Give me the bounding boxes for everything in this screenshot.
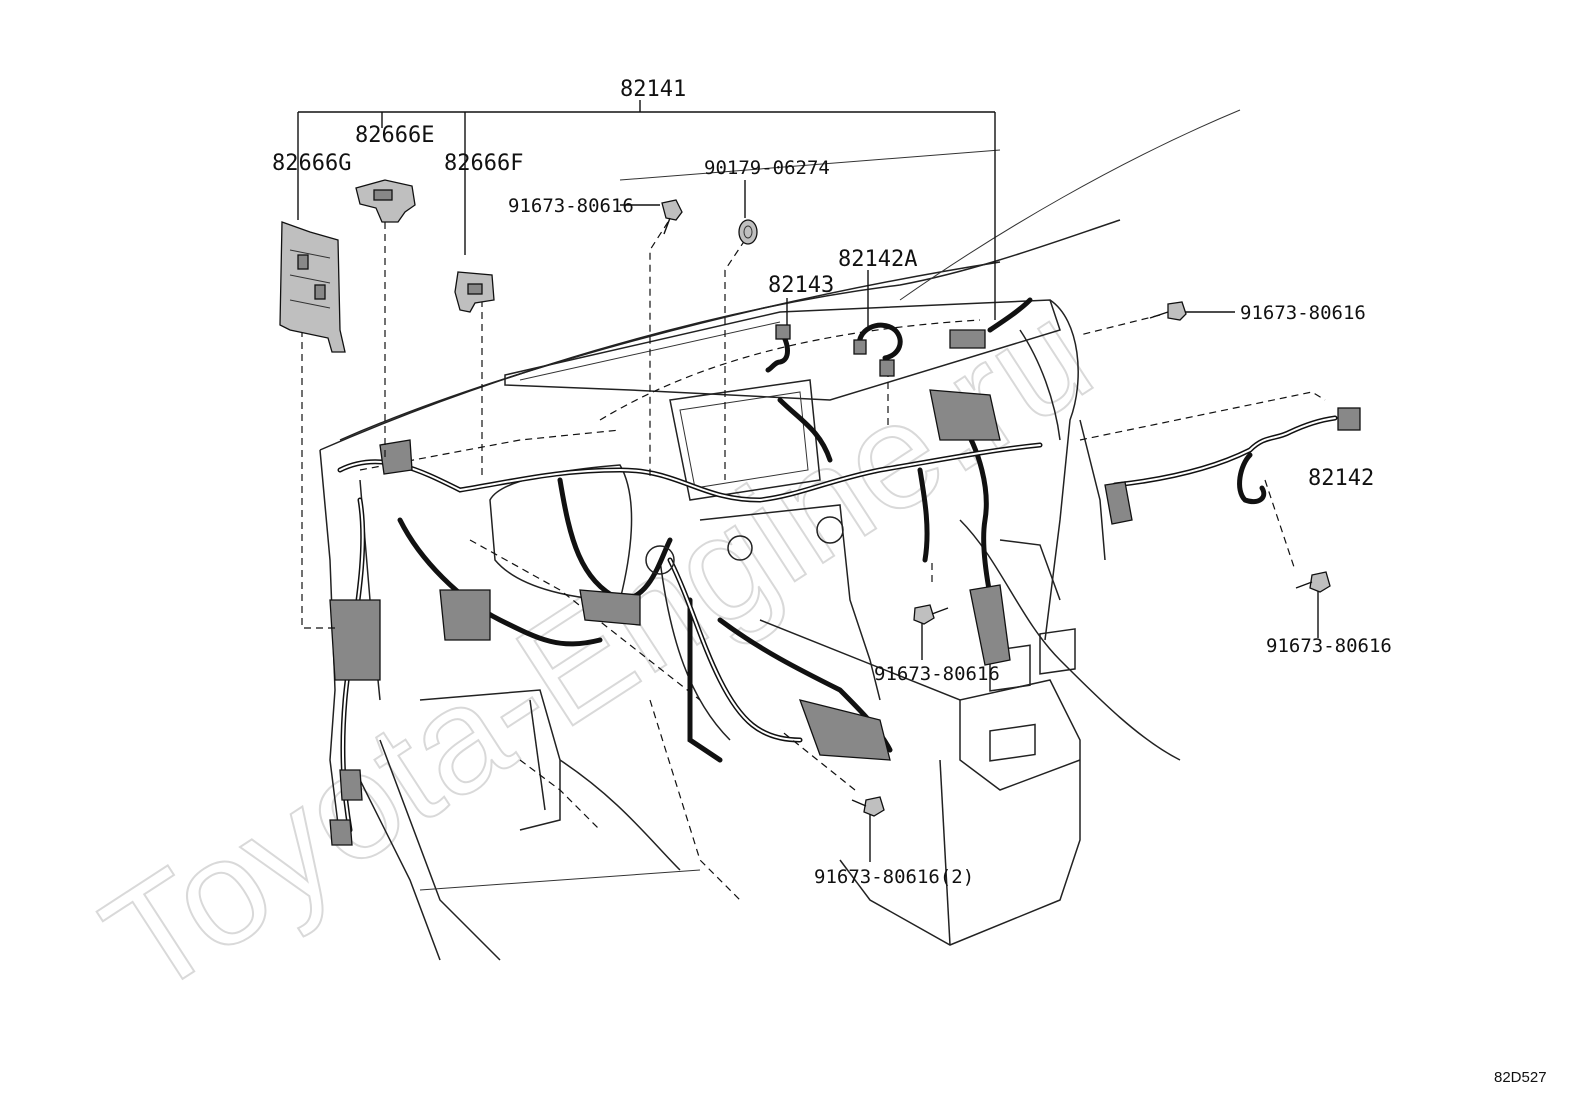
wire-82143-part (765, 324, 791, 373)
label-82666e: 82666E (355, 123, 434, 148)
label-82142a: 82142A (838, 247, 917, 272)
label-90179-06274: 90179-06274 (704, 157, 830, 179)
main-wire-harness (329, 297, 1043, 846)
bolt-upper-right (1149, 301, 1187, 321)
label-bolt-lower: 91673-80616(2) (814, 866, 974, 888)
bolt-lower (851, 796, 885, 817)
bolt-center (913, 604, 949, 625)
label-bolt-upper-left: 91673-80616 (508, 195, 634, 217)
label-bolt-right: 91673-80616 (1266, 635, 1392, 657)
bolt-upper-left (661, 199, 683, 235)
label-bolt-center: 91673-80616 (874, 663, 1000, 685)
label-82141: 82141 (620, 77, 686, 102)
label-82142: 82142 (1308, 466, 1374, 491)
clip-90179 (738, 219, 758, 245)
clamp-82666e (355, 179, 416, 223)
diagram-reference-code: 82D527 (1494, 1069, 1547, 1086)
clamp-82666g (279, 221, 346, 353)
clamp-82666f (454, 271, 495, 313)
label-bolt-upper-right: 91673-80616 (1240, 302, 1366, 324)
wire-82142-part (1104, 407, 1361, 525)
leader-lines (297, 100, 1326, 862)
wire-82142a-part (853, 322, 903, 377)
bolt-right (1295, 571, 1331, 593)
watermark-text: Toyota-Engine.ru (76, 268, 1119, 1027)
label-82666f: 82666F (444, 151, 523, 176)
watermark: Toyota-Engine.ru (75, 267, 1120, 1028)
label-82143: 82143 (768, 273, 834, 298)
label-82666g: 82666G (272, 151, 351, 176)
